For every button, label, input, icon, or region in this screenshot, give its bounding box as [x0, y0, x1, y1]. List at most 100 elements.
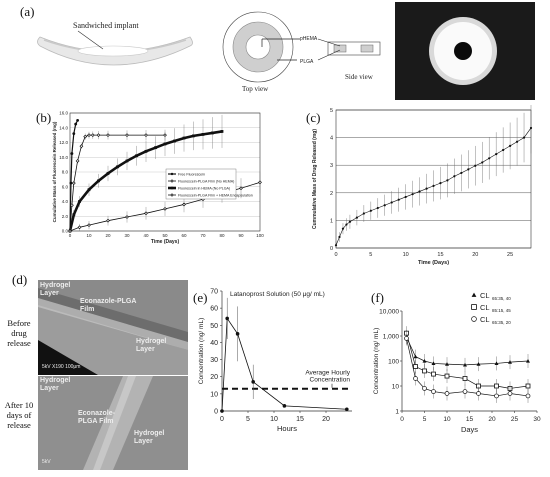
- data-point-b: [144, 149, 148, 153]
- data-point-c: [502, 148, 505, 152]
- sem-scale-top: 5kV X190 100μm: [42, 364, 81, 370]
- data-point-b: [211, 131, 214, 135]
- data-point-e: [282, 404, 287, 408]
- ylabel-e: Concentration (ng/ mL): [198, 318, 205, 384]
- series-line-e: [221, 317, 347, 412]
- annotation-line-1-e: Average Hourly: [305, 370, 350, 377]
- data-point-e: [251, 380, 255, 384]
- data-point-f: [462, 389, 468, 394]
- ytick-label-e: 70: [210, 289, 218, 296]
- ytick-label-c: 3: [330, 163, 333, 169]
- xtick-label-b: 100: [256, 233, 264, 238]
- ytick-label-c: 0: [330, 246, 333, 252]
- data-point-c: [355, 216, 358, 219]
- data-point-c: [432, 184, 435, 187]
- xtick-label-b: 90: [238, 233, 244, 238]
- data-point-c: [397, 198, 400, 201]
- ytick-label-c: 4: [330, 136, 333, 142]
- data-point-c: [376, 206, 379, 210]
- data-point-f: [526, 359, 530, 363]
- legend-label-b: Fluorescein in HEMA (No PLGA): [178, 187, 230, 191]
- panel-label-c: (c): [306, 110, 321, 125]
- sem-film-bottom: Econazole-PLGA Film: [78, 410, 115, 425]
- data-point-b: [72, 213, 76, 217]
- data-point-c: [390, 201, 393, 204]
- data-point-f: [525, 393, 531, 399]
- data-point-b: [69, 181, 73, 185]
- ylabel-f: Concentration (ng/ mL): [373, 328, 380, 394]
- phema-label: pHEMA: [300, 36, 318, 42]
- data-point-b: [135, 154, 138, 158]
- ytick-label-f: 10,000: [379, 309, 399, 316]
- xtick-label-e: 20: [322, 416, 330, 423]
- ylabel-c: Cummulative Mass of Drug Released (mg): [312, 129, 318, 229]
- legend-marker-f: [471, 304, 477, 310]
- data-point-b: [79, 144, 84, 149]
- xtick-label-b: 10: [86, 233, 92, 238]
- data-point-b: [163, 142, 167, 146]
- series-line-f: [406, 338, 529, 397]
- ytick-label-b: 6.0: [62, 184, 69, 189]
- legend-label-b: Free Fluorescein: [178, 173, 205, 177]
- panel-label-d: (d): [12, 272, 28, 287]
- data-point-f: [404, 336, 409, 341]
- ytick-label-b: 10.0: [59, 155, 68, 160]
- xtick-label-c: 25: [507, 252, 513, 258]
- ytick-label-f: 10: [392, 384, 400, 391]
- data-point-b: [96, 133, 101, 138]
- data-point-b: [163, 206, 167, 211]
- panel-a-figure: Sandwiched implant pHEMA PLGA Top view S…: [37, 2, 535, 100]
- series-line-b: [68, 130, 223, 232]
- data-point-b: [87, 223, 91, 227]
- data-point-b: [87, 188, 91, 192]
- data-point-f: [431, 389, 436, 394]
- ytick-label-b: 12.0: [59, 140, 68, 145]
- ytick-label-c: 2: [330, 191, 333, 197]
- ytick-label-c: 5: [330, 108, 333, 114]
- data-point-b: [239, 186, 243, 191]
- xtick-label-c: 15: [437, 252, 443, 258]
- data-point-b: [72, 132, 76, 136]
- ytick-label-f: 100: [388, 359, 399, 366]
- series-line-f: [406, 333, 529, 389]
- data-point-c: [362, 212, 365, 215]
- legend-sub-f: 85:15, 45: [492, 308, 511, 313]
- data-point-e: [220, 409, 224, 413]
- data-point-f: [444, 391, 450, 396]
- ytick-label-e: 50: [210, 323, 218, 330]
- data-point-b: [70, 203, 74, 208]
- xtick-label-f: 10: [443, 416, 451, 423]
- data-point-c: [446, 179, 449, 182]
- data-point-b: [154, 146, 157, 150]
- data-point-f: [422, 386, 427, 391]
- side-view-diagram: [317, 38, 381, 61]
- data-point-e: [235, 332, 240, 336]
- data-point-b: [116, 165, 119, 169]
- sem-scale-bottom: 5kV: [42, 459, 51, 465]
- legend-sub-f: 65:35, 20: [492, 320, 511, 325]
- top-view-diagram: [222, 11, 300, 83]
- ytick-label-b: 16.0: [59, 111, 68, 116]
- legend-box-b: [165, 168, 237, 200]
- ytick-label-c: 1: [330, 218, 333, 224]
- annotation-line-2-e: Concentration: [310, 377, 351, 384]
- data-point-b: [182, 136, 186, 140]
- data-point-c: [439, 182, 442, 185]
- data-point-f: [445, 362, 449, 366]
- legend-label-f: CL: [480, 315, 490, 324]
- legend-sub-f: 65:35, 40: [492, 296, 511, 301]
- data-point-f: [444, 373, 450, 379]
- data-point-b: [125, 215, 129, 219]
- data-point-c: [348, 220, 352, 223]
- ytick-label-b: 2.0: [62, 214, 69, 219]
- xtick-label-b: 80: [219, 233, 225, 238]
- data-point-c: [404, 195, 407, 199]
- xtick-label-c: 20: [472, 252, 478, 258]
- data-point-b: [76, 118, 79, 122]
- xtick-label-e: 5: [246, 416, 250, 423]
